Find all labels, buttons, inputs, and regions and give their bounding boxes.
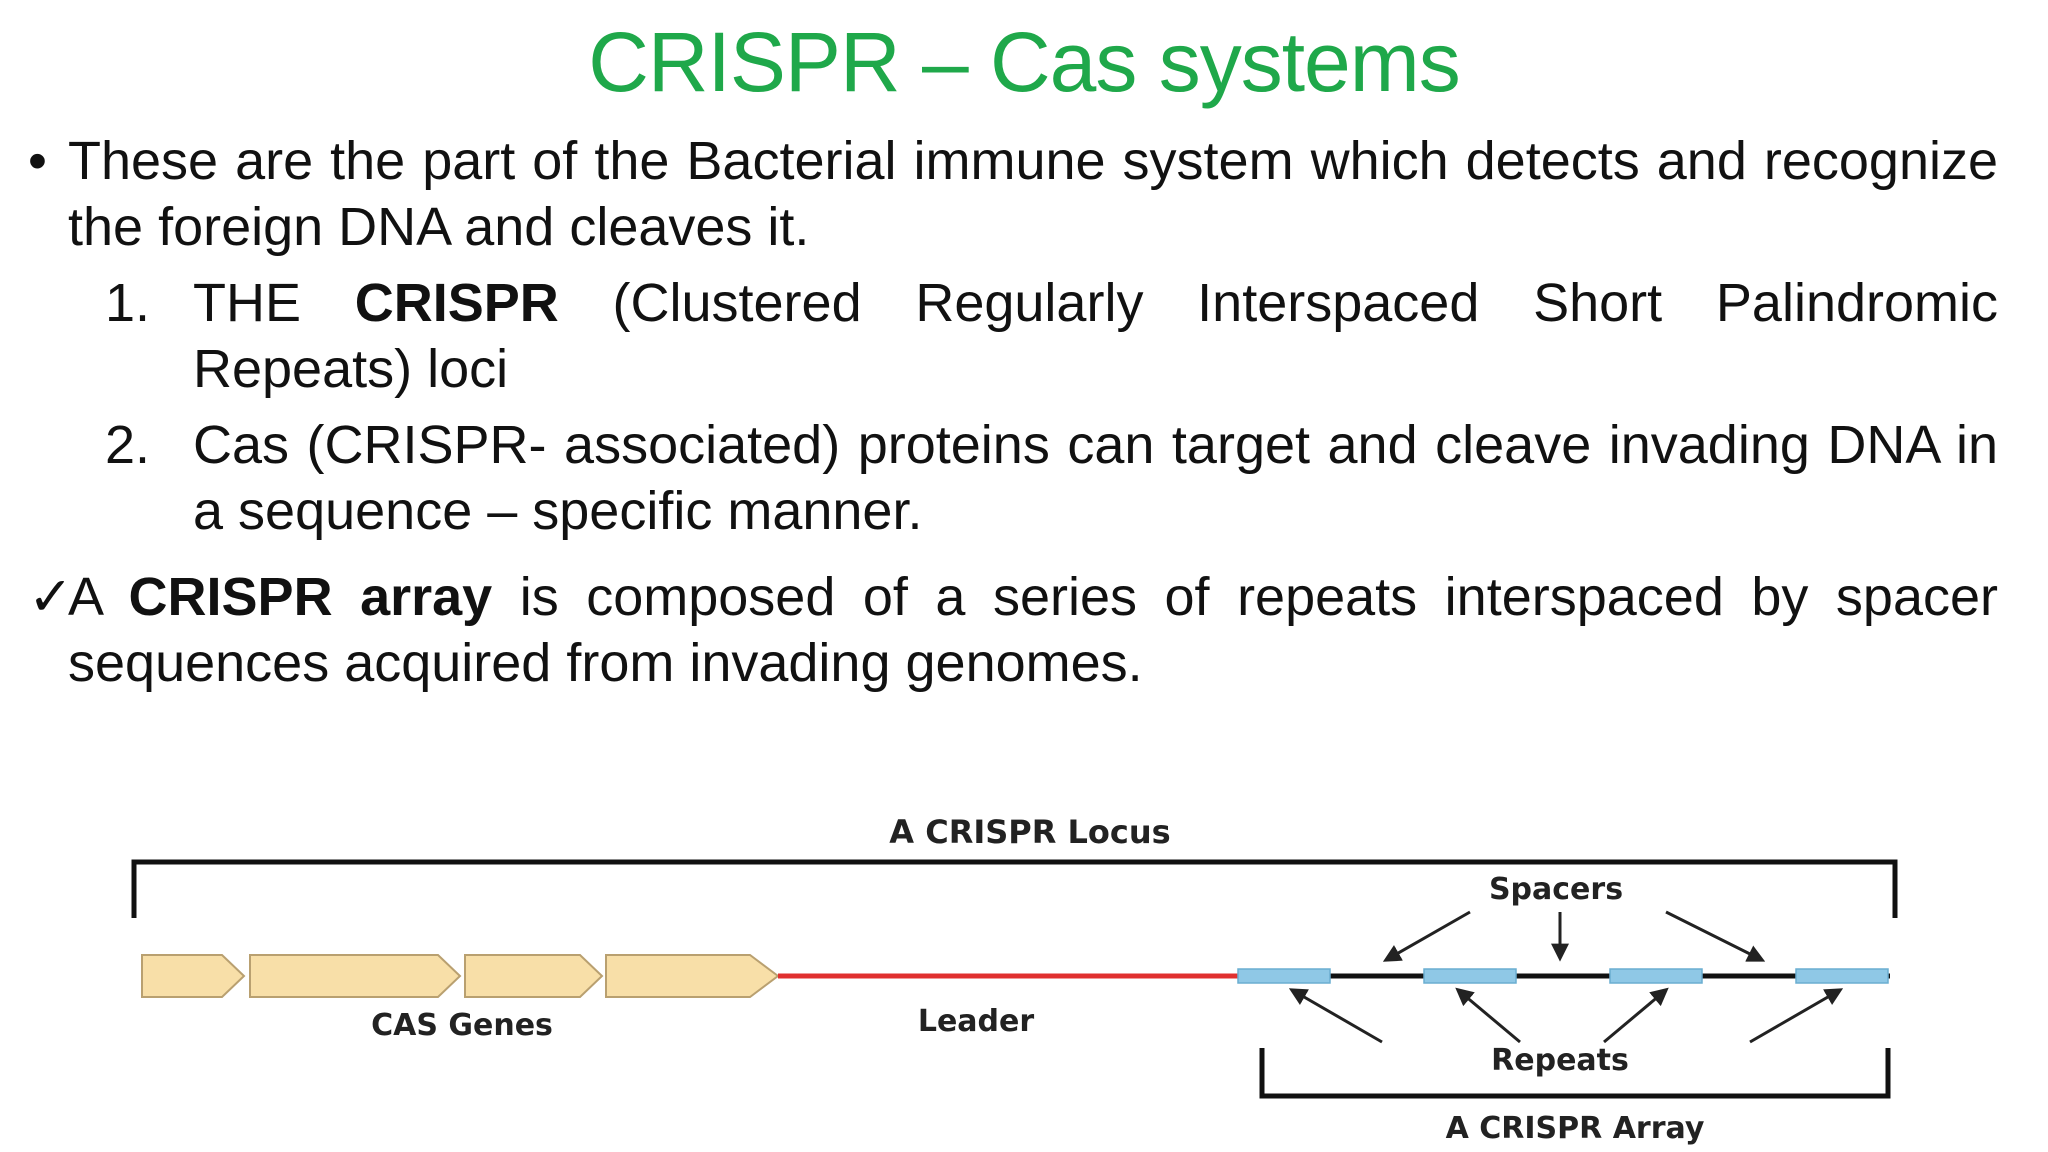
check-rest: is composed of a series of repeats inter… (68, 567, 1998, 693)
check-prefix: A (68, 567, 129, 627)
repeats-label: Repeats (1491, 1043, 1629, 1078)
leader-label: Leader (918, 1004, 1035, 1039)
check-icon: ✓ (28, 567, 74, 627)
bullet-icon: • (28, 131, 47, 191)
repeat-arrow (1288, 988, 1383, 1044)
cas-gene-arrow (141, 954, 246, 998)
spacer-arrow (1665, 910, 1766, 962)
list-item: 2. Cas (CRISPR- associated) proteins can… (28, 412, 1998, 544)
numbered-list: 1. THE CRISPR (Clustered Regularly Inter… (28, 270, 1998, 544)
slide-title: CRISPR – Cas systems (588, 15, 1461, 109)
spacer-segments (1237, 968, 1889, 984)
locus-bracket (131, 859, 1898, 918)
cas-genes-label: CAS Genes (371, 1008, 553, 1043)
repeat-arrow (1455, 987, 1521, 1044)
spacer-block (1609, 968, 1703, 984)
cas-gene-arrow (464, 954, 604, 998)
spacer-block (1237, 968, 1331, 984)
spacer-block (1423, 968, 1517, 984)
repeat-arrows (1288, 987, 1844, 1044)
list-number: 2. (105, 415, 151, 475)
array-label: A CRISPR Array (1446, 1111, 1705, 1146)
list-number: 1. (105, 273, 151, 333)
cas-gene-arrow (249, 954, 462, 998)
list-item: 1. THE CRISPR (Clustered Regularly Inter… (28, 270, 1998, 402)
intro-paragraph: • These are the part of the Bacterial im… (28, 128, 1998, 260)
array-bracket (1259, 1048, 1891, 1099)
repeat-arrow (1749, 988, 1844, 1044)
crispr-locus-diagram: A CRISPR Locus CAS Genes Leader Spacers … (131, 813, 1898, 1146)
list-item-rest: (Clustered Regularly Interspaced Short P… (193, 273, 1998, 399)
list-item-prefix: THE (193, 273, 355, 333)
spacers-label: Spacers (1489, 872, 1623, 907)
check-bold: CRISPR array (128, 567, 493, 627)
intro-text: These are the part of the Bacterial immu… (68, 131, 1998, 257)
list-item-text: Cas (CRISPR- associated) proteins can ta… (193, 415, 1998, 541)
slide-body: • These are the part of the Bacterial im… (28, 128, 1998, 696)
repeat-arrow (1603, 987, 1669, 1044)
spacer-arrows (1382, 910, 1766, 962)
locus-label: A CRISPR Locus (889, 813, 1170, 851)
spacer-block (1795, 968, 1889, 984)
cas-genes (141, 954, 780, 998)
cas-gene-arrow (605, 954, 780, 998)
check-paragraph: ✓ A CRISPR array is composed of a series… (28, 564, 1998, 696)
list-item-bold: CRISPR (354, 273, 559, 333)
spacer-arrow (1382, 910, 1471, 962)
